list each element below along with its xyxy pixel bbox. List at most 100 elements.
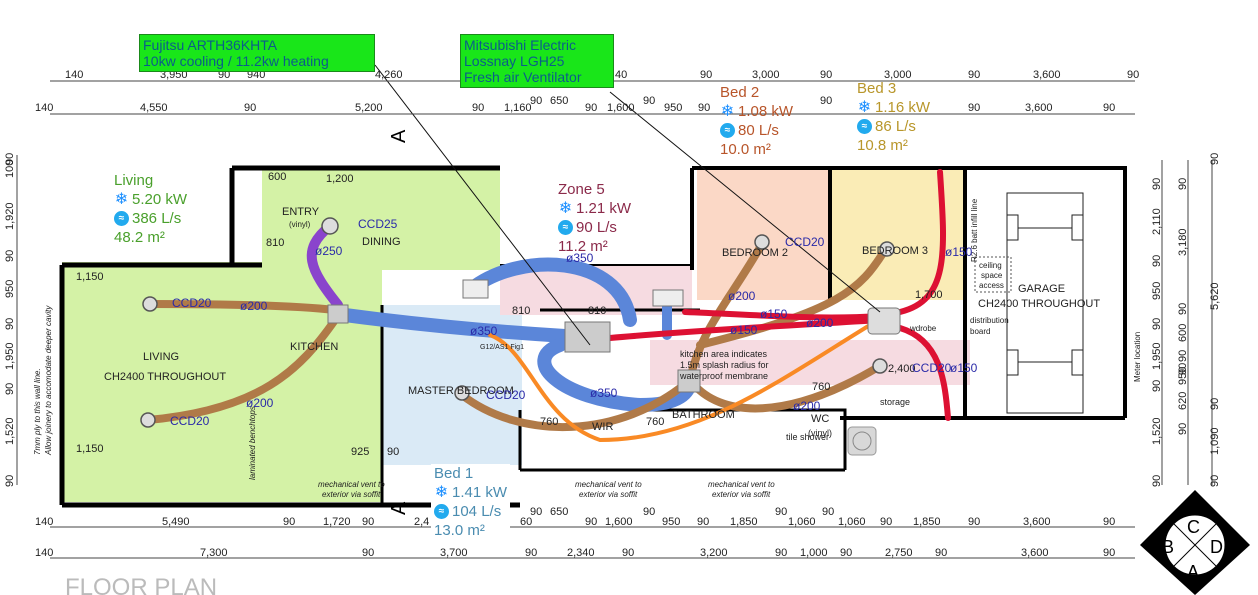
svg-text:G12/AS1 Fig1: G12/AS1 Fig1 bbox=[480, 344, 524, 351]
svg-text:5,490: 5,490 bbox=[162, 516, 190, 528]
svg-text:KITCHEN: KITCHEN bbox=[290, 341, 338, 353]
svg-text:90: 90 bbox=[4, 318, 16, 330]
svg-text:90: 90 bbox=[1209, 153, 1221, 165]
svg-text:90: 90 bbox=[697, 516, 709, 528]
zone-area: 10.8 m² bbox=[857, 137, 908, 154]
svg-text:90: 90 bbox=[643, 506, 655, 518]
duct-living-1 bbox=[146, 300, 339, 314]
svg-text:810: 810 bbox=[588, 305, 606, 317]
duct-labels: ø250 CCD25 CCD20 ø200 CCD20 ø200 ø350 ø3… bbox=[170, 217, 978, 428]
svg-text:950: 950 bbox=[662, 516, 680, 528]
svg-text:7mm ply to this wall line.: 7mm ply to this wall line. bbox=[33, 368, 42, 455]
svg-text:140: 140 bbox=[35, 547, 53, 559]
zone-name: Living bbox=[114, 172, 154, 189]
svg-text:1,600: 1,600 bbox=[605, 516, 633, 528]
svg-text:90: 90 bbox=[1151, 255, 1163, 267]
svg-text:1,700: 1,700 bbox=[915, 289, 943, 301]
svg-text:A: A bbox=[1187, 562, 1199, 582]
svg-text:BATHROOM: BATHROOM bbox=[672, 409, 735, 421]
snowflake-icon: ❄ bbox=[114, 191, 129, 208]
fresh-air-duct bbox=[488, 323, 872, 443]
svg-text:90: 90 bbox=[622, 547, 634, 559]
svg-text:1,060: 1,060 bbox=[838, 516, 866, 528]
lossnay-brand: Mitsubishi Electric bbox=[464, 37, 577, 53]
section-marker-bottom: A bbox=[388, 501, 410, 515]
svg-text:5,620: 5,620 bbox=[1209, 282, 1221, 310]
snowflake-icon: ❄ bbox=[558, 200, 573, 217]
zone-area: 11.2 m² bbox=[558, 238, 608, 255]
zone-power: 1.41 kW bbox=[452, 484, 508, 501]
lossnay-callout: Mitsubishi Electric Lossnay LGH25 Fresh … bbox=[460, 34, 614, 88]
svg-text:CCD20: CCD20 bbox=[172, 296, 212, 310]
misc-dims: 1,150 600 1,200 810 1,150 925 90 810 810… bbox=[76, 171, 943, 458]
svg-text:40: 40 bbox=[615, 69, 627, 81]
svg-text:90: 90 bbox=[472, 102, 484, 114]
svg-text:90: 90 bbox=[1103, 547, 1115, 559]
svg-text:810: 810 bbox=[512, 305, 530, 317]
svg-text:mechanical vent to: mechanical vent to bbox=[318, 480, 385, 489]
svg-text:ø350: ø350 bbox=[470, 324, 498, 338]
fujitsu-leader bbox=[374, 64, 591, 346]
svg-text:access: access bbox=[979, 281, 1004, 290]
zone-area: 13.0 m² bbox=[434, 522, 485, 539]
svg-text:Allow joinery to accomodate de: Allow joinery to accomodate deeper cavit… bbox=[44, 305, 53, 456]
svg-text:DINING: DINING bbox=[362, 236, 401, 248]
compass-rose: C B D A bbox=[1140, 490, 1250, 595]
svg-text:D: D bbox=[1210, 537, 1223, 557]
svg-text:600: 600 bbox=[268, 171, 286, 183]
svg-text:940: 940 bbox=[247, 69, 265, 81]
svg-text:3,600: 3,600 bbox=[1025, 102, 1053, 114]
snowflake-icon: ❄ bbox=[434, 484, 449, 501]
garage-car-outline bbox=[1006, 192, 1084, 414]
svg-text:exterior via soffit: exterior via soffit bbox=[322, 490, 381, 499]
zone-area: 10.0 m² bbox=[720, 141, 771, 158]
svg-text:90: 90 bbox=[4, 153, 16, 165]
svg-text:90: 90 bbox=[1151, 380, 1163, 392]
svg-text:90: 90 bbox=[585, 516, 597, 528]
section-marker-top: A bbox=[388, 129, 410, 143]
svg-text:3,000: 3,000 bbox=[884, 69, 912, 81]
svg-text:760: 760 bbox=[812, 381, 830, 393]
svg-text:B: B bbox=[1162, 537, 1174, 557]
svg-text:90: 90 bbox=[244, 102, 256, 114]
svg-text:2,400: 2,400 bbox=[888, 363, 916, 375]
svg-text:Meter location: Meter location bbox=[1133, 332, 1142, 382]
zone-name: Bed 2 bbox=[720, 84, 760, 101]
svg-text:90: 90 bbox=[218, 69, 230, 81]
svg-text:90: 90 bbox=[775, 547, 787, 559]
zone-airflow: 386 L/s bbox=[132, 210, 182, 227]
svg-text:MASTER BEDROOM: MASTER BEDROOM bbox=[408, 385, 514, 397]
zone-name: Zone 5 bbox=[558, 181, 605, 198]
return-duct-1 bbox=[607, 317, 883, 341]
return-grille-2 bbox=[652, 289, 684, 307]
svg-text:1,150: 1,150 bbox=[76, 443, 104, 455]
return-duct-3 bbox=[897, 169, 947, 315]
svg-text:950: 950 bbox=[4, 280, 16, 298]
svg-text:3,200: 3,200 bbox=[700, 547, 728, 559]
svg-text:620: 620 bbox=[1177, 392, 1189, 410]
svg-text:wdrobe: wdrobe bbox=[909, 324, 937, 333]
svg-text:90: 90 bbox=[530, 506, 542, 518]
svg-text:5,200: 5,200 bbox=[355, 102, 383, 114]
svg-text:90: 90 bbox=[530, 95, 542, 107]
svg-text:ø200: ø200 bbox=[793, 399, 821, 413]
svg-text:1,520: 1,520 bbox=[1151, 417, 1163, 445]
svg-text:1,720: 1,720 bbox=[323, 516, 351, 528]
svg-text:exterior via soffit: exterior via soffit bbox=[579, 490, 638, 499]
svg-text:CCD20: CCD20 bbox=[912, 361, 952, 375]
svg-text:90: 90 bbox=[1151, 318, 1163, 330]
svg-text:90: 90 bbox=[1209, 398, 1221, 410]
zone-power: 5.20 kW bbox=[132, 191, 188, 208]
footer-title: FLOOR PLAN bbox=[65, 574, 217, 595]
svg-text:LIVING: LIVING bbox=[143, 351, 179, 363]
zone-airflow: 80 L/s bbox=[738, 122, 779, 139]
zone-bed2: Bed 2 ❄1.08 kW ≈80 L/s 10.0 m² bbox=[720, 83, 793, 159]
fan-icon: ≈ bbox=[558, 220, 573, 235]
zone-power: 1.21 kW bbox=[576, 200, 632, 217]
fujitsu-indoor-unit bbox=[564, 321, 611, 353]
svg-text:760: 760 bbox=[646, 416, 664, 428]
svg-text:laminated benchtops: laminated benchtops bbox=[248, 406, 257, 480]
svg-text:ø150: ø150 bbox=[945, 245, 973, 259]
right-dims-2: 90 3,180 90 600 90 950 90 620 90 bbox=[1177, 178, 1189, 435]
